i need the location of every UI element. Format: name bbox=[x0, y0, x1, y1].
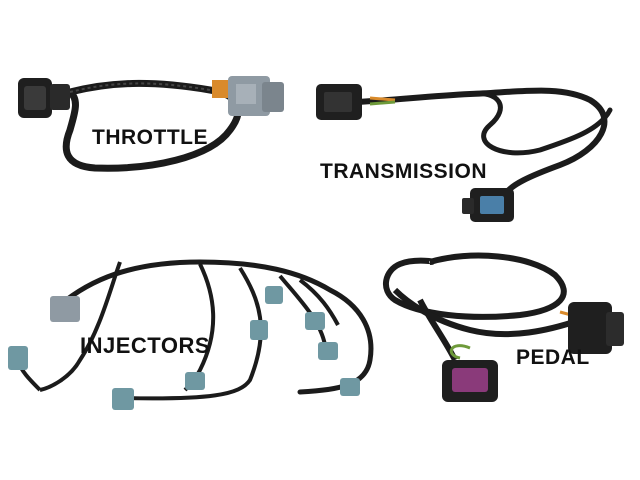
injector-connector-8 bbox=[318, 342, 338, 360]
injector-connector-6 bbox=[265, 286, 283, 304]
pedal-label: PEDAL bbox=[516, 346, 590, 369]
injector-connector-4 bbox=[185, 372, 205, 390]
transmission-connector-top bbox=[316, 84, 362, 120]
throttle-label: THROTTLE bbox=[92, 126, 208, 149]
injector-connector-1 bbox=[50, 296, 80, 322]
pedal-harness bbox=[383, 252, 624, 402]
injector-connector-5 bbox=[250, 320, 268, 340]
injectors-label: INJECTORS bbox=[80, 333, 211, 358]
pedal-connector-black bbox=[568, 302, 624, 354]
transmission-harness bbox=[316, 84, 613, 222]
pedal-connector-purple bbox=[442, 360, 498, 402]
throttle-harness bbox=[18, 76, 284, 172]
throttle-body-connector bbox=[18, 78, 70, 118]
throttle-gray-connector bbox=[212, 76, 284, 116]
transmission-connector-bottom bbox=[462, 188, 514, 222]
injectors-harness bbox=[8, 259, 374, 410]
transmission-label: TRANSMISSION bbox=[320, 160, 488, 183]
injector-connector-3 bbox=[112, 388, 134, 410]
injector-connector-7 bbox=[305, 312, 325, 330]
injector-connector-2 bbox=[8, 346, 28, 370]
injector-connector-9 bbox=[340, 378, 360, 396]
